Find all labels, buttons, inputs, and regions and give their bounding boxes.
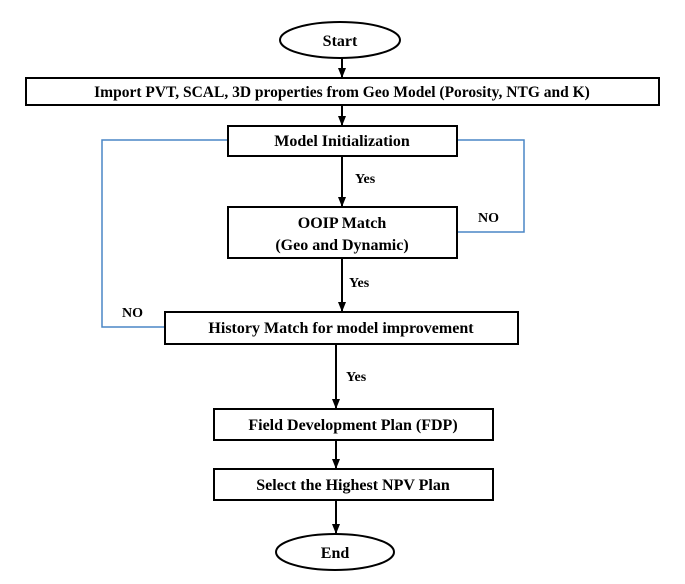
- history-step-label: History Match for model improvement: [208, 320, 474, 337]
- edge-label-no-history: NO: [122, 306, 143, 321]
- edge-label-no-ooip: NO: [478, 211, 499, 226]
- edge-label-yes-ooip-history: Yes: [349, 276, 370, 291]
- select-step-label: Select the Highest NPV Plan: [256, 477, 450, 494]
- start-label: Start: [323, 33, 358, 50]
- start-terminal: [279, 21, 401, 59]
- import-step-label: Import PVT, SCAL, 3D properties from Geo…: [94, 84, 590, 101]
- ooip-step-label-line2: (Geo and Dynamic): [275, 237, 408, 254]
- ooip-step-box: [227, 206, 458, 259]
- init-step-box: [227, 125, 458, 157]
- import-step-box: [25, 77, 660, 106]
- select-step-box: [213, 468, 494, 501]
- edge-label-yes-init-ooip: Yes: [355, 172, 376, 187]
- no-loop-history: [101, 139, 228, 328]
- end-label: End: [321, 545, 350, 562]
- edge-label-yes-history-fdp: Yes: [346, 370, 367, 385]
- fdp-step-box: [213, 408, 494, 441]
- ooip-step-label-line1: OOIP Match: [298, 215, 387, 232]
- init-step-label: Model Initialization: [274, 133, 410, 150]
- history-step-box: [164, 311, 519, 345]
- no-loop-ooip: [457, 139, 525, 233]
- end-terminal: [275, 533, 395, 571]
- fdp-step-label: Field Development Plan (FDP): [248, 417, 457, 434]
